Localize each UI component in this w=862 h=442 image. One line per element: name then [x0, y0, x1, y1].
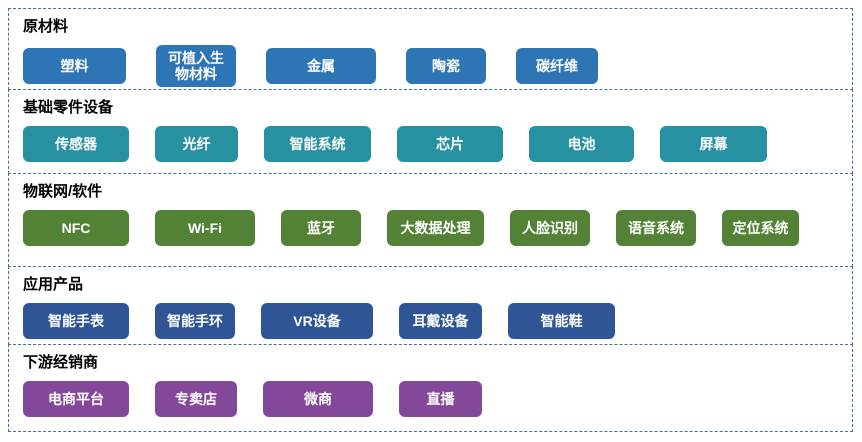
chip-battery: 电池: [529, 126, 634, 162]
chip-metal: 金属: [266, 48, 376, 84]
row-application-products: 应用产品 智能手表 智能手环 VR设备 耳戴设备 智能鞋: [8, 266, 853, 345]
chip-nfc: NFC: [23, 210, 129, 246]
row-title: 物联网/软件: [23, 183, 103, 200]
chip-smart-band: 智能手环: [155, 303, 235, 339]
chip-group: 传感器 光纤 智能系统 芯片 电池 屏幕: [23, 126, 838, 162]
chip-face-recognition: 人脸识别: [510, 210, 590, 246]
chip-micro-business: 微商: [263, 381, 373, 417]
industry-chain-diagram: 原材料 塑料 可植入生 物材料 金属 陶瓷 碳纤维 基础零件设备 传感器 光纤 …: [8, 8, 853, 432]
chip-group: NFC Wi-Fi 蓝牙 大数据处理 人脸识别 语音系统 定位系统: [23, 210, 838, 246]
row-title: 应用产品: [23, 276, 84, 293]
row-title: 原材料: [23, 18, 69, 35]
chip-ear-worn-device: 耳戴设备: [399, 303, 482, 339]
chip-ecommerce-platform: 电商平台: [23, 381, 129, 417]
row-basic-components: 基础零件设备 传感器 光纤 智能系统 芯片 电池 屏幕: [8, 89, 853, 174]
chip-vr-device: VR设备: [261, 303, 373, 339]
chip-screen: 屏幕: [660, 126, 767, 162]
chip-carbon-fiber: 碳纤维: [516, 48, 598, 84]
chip-bluetooth: 蓝牙: [281, 210, 361, 246]
chip-sensor: 传感器: [23, 126, 129, 162]
chip-live-streaming: 直播: [399, 381, 482, 417]
chip-voice-system: 语音系统: [616, 210, 696, 246]
chip-implantable-biomaterial: 可植入生 物材料: [156, 45, 236, 87]
chip-smart-system: 智能系统: [264, 126, 371, 162]
chip-specialty-store: 专卖店: [155, 381, 237, 417]
chip-plastic: 塑料: [23, 48, 126, 84]
chip-wifi: Wi-Fi: [155, 210, 255, 246]
row-raw-materials: 原材料 塑料 可植入生 物材料 金属 陶瓷 碳纤维: [8, 8, 853, 90]
chip-optical-fiber: 光纤: [155, 126, 238, 162]
chip-smart-shoes: 智能鞋: [508, 303, 615, 339]
chip-big-data-processing: 大数据处理: [387, 210, 484, 246]
row-iot-software: 物联网/软件 NFC Wi-Fi 蓝牙 大数据处理 人脸识别 语音系统 定位系统: [8, 173, 853, 267]
chip-chip: 芯片: [397, 126, 503, 162]
chip-smart-watch: 智能手表: [23, 303, 129, 339]
chip-group: 塑料 可植入生 物材料 金属 陶瓷 碳纤维: [23, 45, 838, 87]
row-title: 基础零件设备: [23, 99, 114, 116]
row-title: 下游经销商: [23, 354, 99, 371]
chip-ceramic: 陶瓷: [406, 48, 486, 84]
chip-group: 电商平台 专卖店 微商 直播: [23, 381, 838, 417]
chip-positioning-system: 定位系统: [722, 210, 799, 246]
chip-group: 智能手表 智能手环 VR设备 耳戴设备 智能鞋: [23, 303, 838, 339]
row-downstream-distributors: 下游经销商 电商平台 专卖店 微商 直播: [8, 344, 853, 432]
